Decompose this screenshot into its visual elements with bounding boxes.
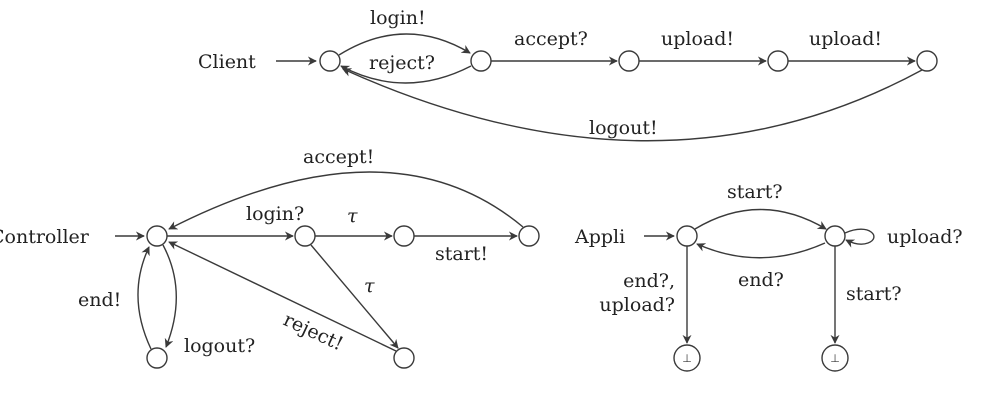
client-edge-login: [338, 33, 471, 56]
appli-label-upload-loop: upload?: [887, 226, 963, 248]
controller-label-accept: accept!: [303, 146, 374, 168]
appli-name: Appli: [574, 226, 625, 248]
appli-edge-start: [694, 208, 827, 230]
controller-label-tau-2: τ: [364, 275, 375, 297]
controller-label-logout: logout?: [184, 335, 255, 357]
appli-label-start: start?: [727, 181, 783, 203]
controller-state-0: [146, 225, 168, 247]
client-label-upload-2: upload!: [809, 28, 882, 50]
controller-edge-reject: [168, 241, 397, 352]
controller-label-tau-1: τ: [347, 205, 358, 227]
client-automaton: Client login! reject? accept? upload! up…: [198, 7, 938, 142]
controller-name: Controller: [0, 226, 90, 248]
client-edge-logout: [342, 68, 923, 142]
controller-edge-end: [137, 246, 152, 350]
client-state-1: [470, 50, 492, 72]
controller-state-5: [393, 347, 415, 369]
controller-automaton: Controller login? τ start! accept! τ rej…: [0, 146, 540, 369]
controller-label-start: start!: [435, 243, 488, 265]
controller-label-reject: reject!: [280, 309, 347, 356]
client-label-reject: reject?: [369, 52, 435, 74]
controller-edge-accept: [168, 171, 524, 230]
appli-state-0: [676, 225, 698, 247]
client-label-upload-1: upload!: [661, 28, 734, 50]
client-name: Client: [198, 51, 256, 73]
client-state-3: [767, 50, 789, 72]
appli-edge-upload-loop: [844, 228, 875, 248]
appli-edge-end: [696, 242, 826, 259]
appli-error-symbol-0: ⊥: [682, 352, 692, 365]
client-state-0: [319, 50, 341, 72]
controller-state-1: [294, 225, 316, 247]
client-state-4: [916, 50, 938, 72]
controller-label-end: end!: [78, 289, 121, 311]
appli-label-end-upload-2: upload?: [599, 294, 675, 316]
controller-edge-tau-2: [310, 244, 399, 349]
client-label-accept: accept?: [514, 28, 588, 50]
appli-label-end-upload-1: end?,: [623, 270, 675, 292]
appli-label-end: end?: [738, 269, 784, 291]
client-edge-reject: [340, 65, 472, 84]
appli-label-start-error: start?: [846, 283, 902, 305]
appli-error-state-0: [673, 344, 701, 372]
client-state-2: [618, 50, 640, 72]
client-label-login: login!: [370, 7, 426, 29]
controller-state-3: [518, 225, 540, 247]
appli-state-1: [824, 225, 846, 247]
appli-automaton: Appli ⊥ ⊥ start? end? upload? end?, uplo…: [574, 181, 963, 372]
controller-state-4: [146, 347, 168, 369]
appli-error-state-1: [821, 344, 849, 372]
appli-error-symbol-1: ⊥: [830, 352, 840, 365]
controller-state-2: [393, 225, 415, 247]
controller-label-login: login?: [246, 203, 304, 225]
client-label-logout: logout!: [589, 117, 658, 139]
controller-edge-logout: [162, 244, 177, 348]
